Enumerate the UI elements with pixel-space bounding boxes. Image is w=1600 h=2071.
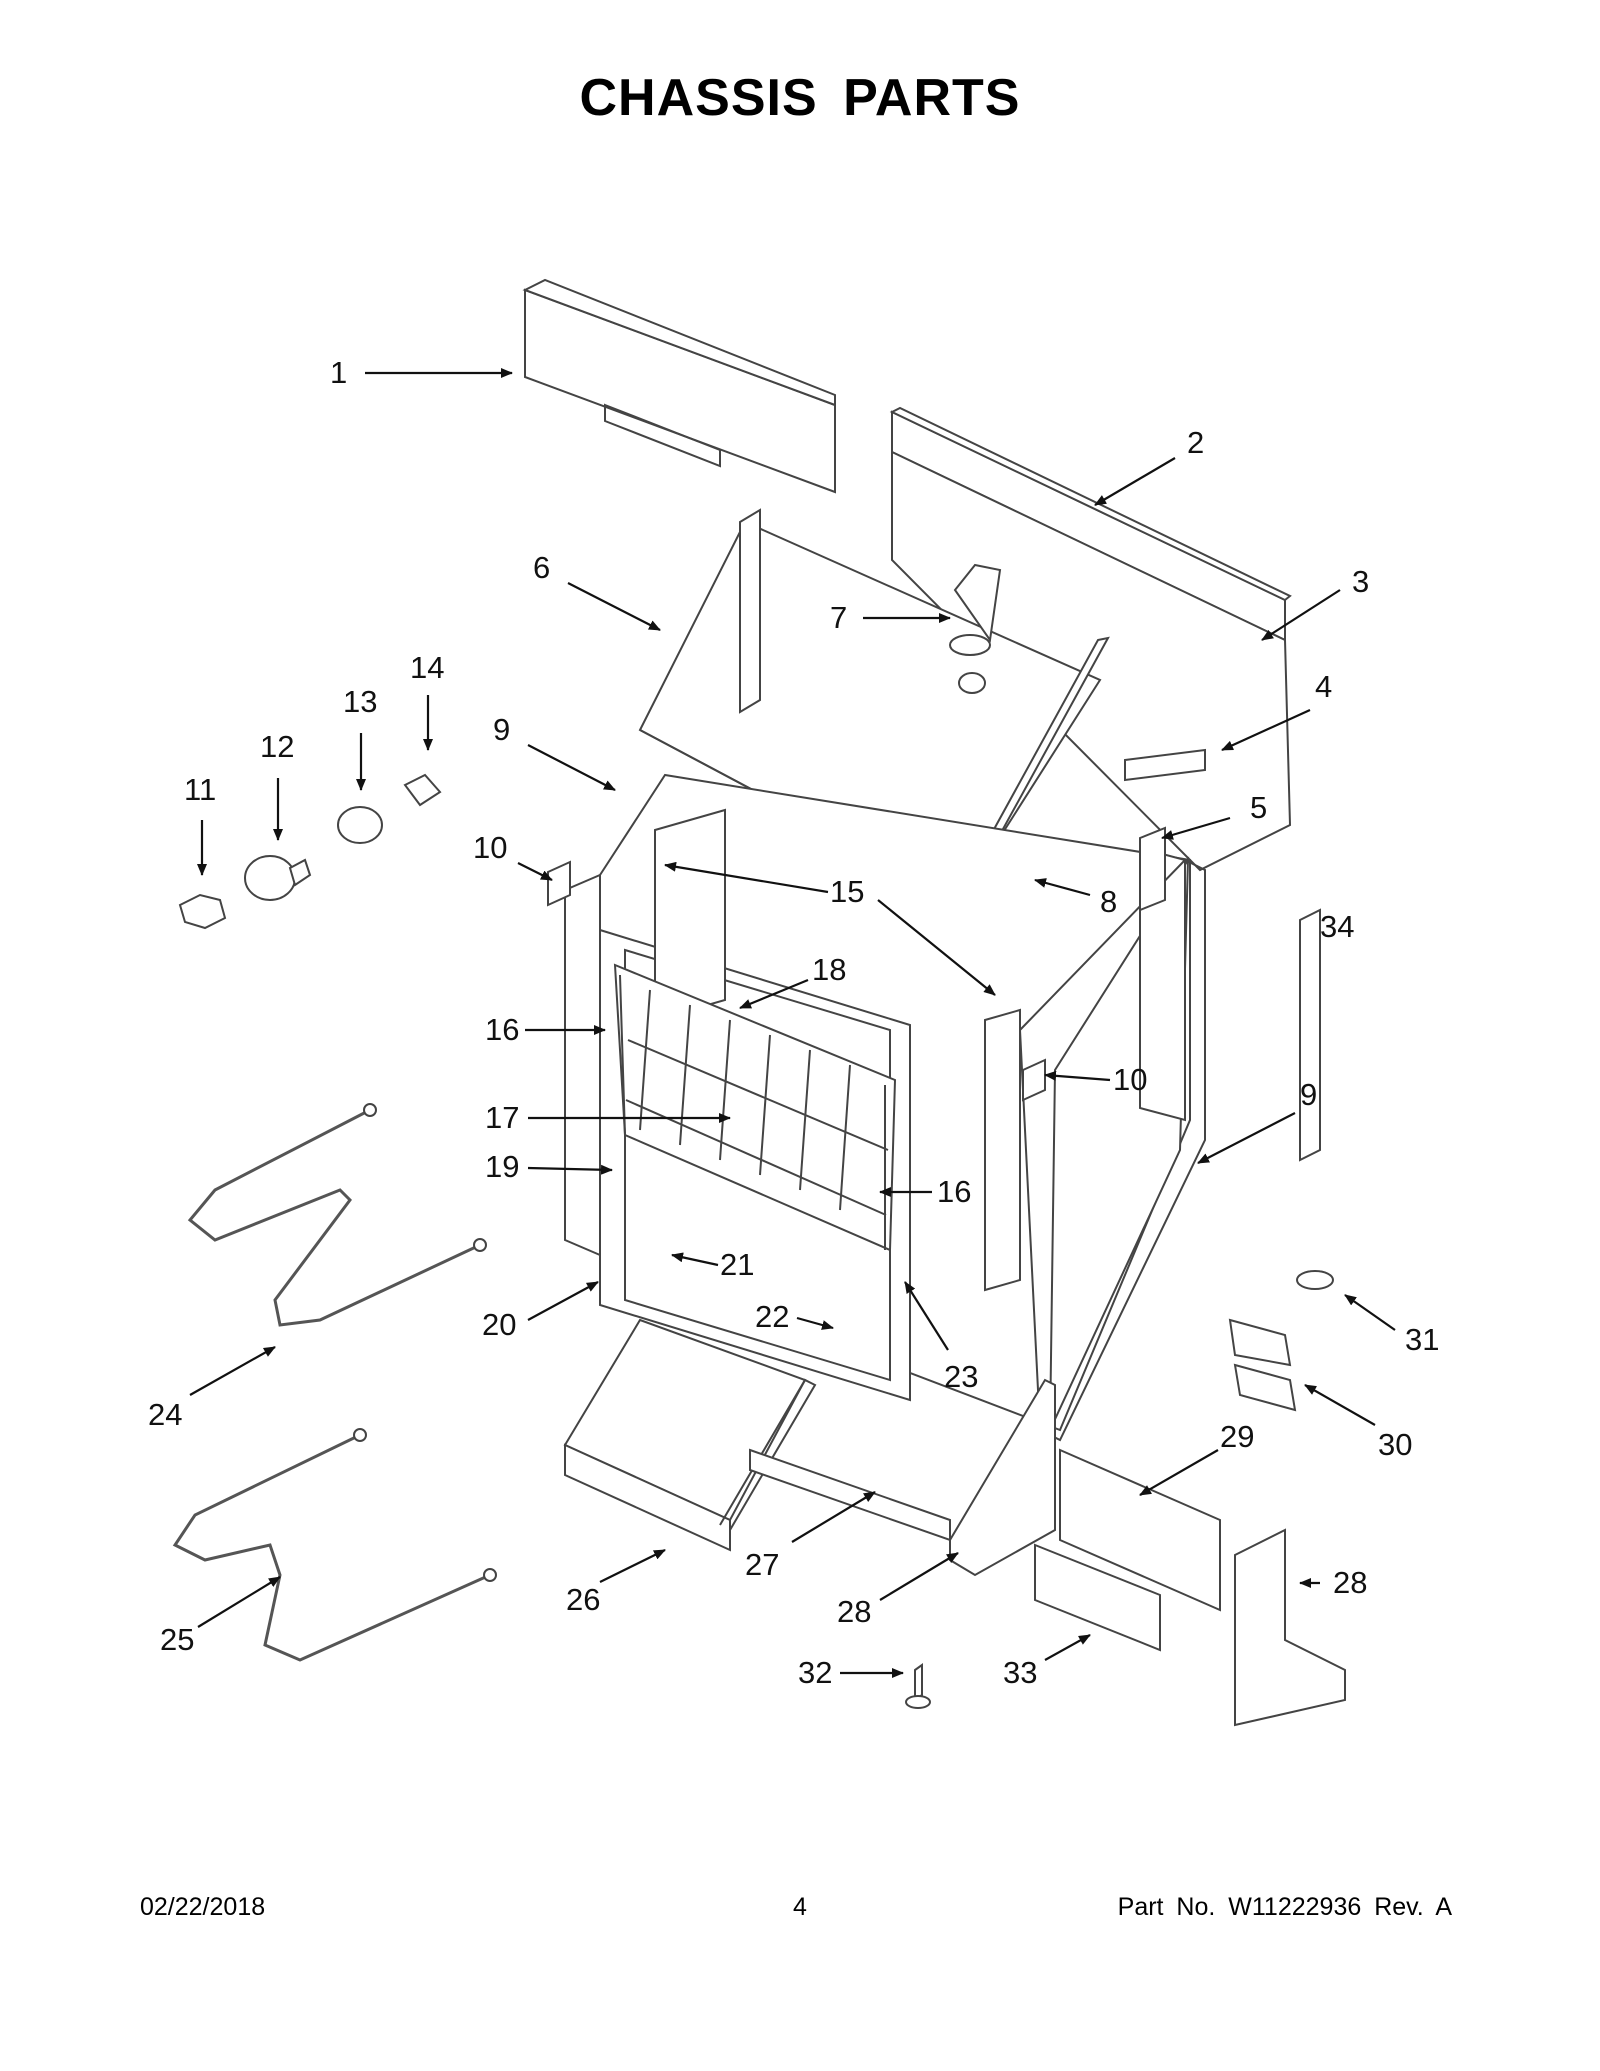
callout-5: 5 — [1250, 790, 1267, 825]
footer-part-number: Part No. W11222936 Rev. A — [1117, 1893, 1452, 1921]
callout-32: 32 — [798, 1655, 832, 1690]
callout-18: 18 — [812, 952, 846, 987]
callout-34: 34 — [1320, 909, 1354, 944]
oven-rack-part — [613, 963, 897, 1252]
callout-16: 16 — [485, 1012, 519, 1047]
callout-31: 31 — [1405, 1322, 1439, 1357]
callout-17: 17 — [485, 1100, 519, 1135]
callout-21: 21 — [720, 1247, 754, 1282]
callout-27: 27 — [745, 1547, 779, 1582]
small-hardware-parts — [547, 748, 1334, 1709]
footer-date: 02/22/2018 — [140, 1893, 266, 1921]
callout-16b: 16 — [937, 1174, 971, 1209]
callout-10b: 10 — [1113, 1062, 1147, 1097]
callout-29: 29 — [1220, 1419, 1254, 1454]
callout-4: 4 — [1315, 669, 1332, 704]
cooktop-part — [638, 508, 1110, 902]
bottom-panel-part — [749, 1378, 1346, 1727]
callout-28b: 28 — [1333, 1565, 1367, 1600]
callout-3: 3 — [1352, 564, 1369, 599]
callout-6: 6 — [533, 550, 550, 585]
callout-10: 10 — [473, 830, 507, 865]
callout-28: 28 — [837, 1594, 871, 1629]
callout-20: 20 — [482, 1307, 516, 1342]
light-socket-parts — [178, 773, 442, 930]
callout-7: 7 — [830, 600, 847, 635]
callout-15: 15 — [830, 874, 864, 909]
footer-page-number: 4 — [793, 1893, 807, 1921]
callout-13: 13 — [343, 684, 377, 719]
callout-23: 23 — [944, 1359, 978, 1394]
callout-14: 14 — [410, 650, 444, 685]
callout-1: 1 — [330, 355, 347, 390]
callout-25: 25 — [160, 1622, 194, 1657]
callout-8: 8 — [1100, 884, 1117, 919]
callout-24: 24 — [148, 1397, 182, 1432]
callout-11: 11 — [184, 772, 216, 807]
bake-element-parts — [172, 1103, 497, 1662]
leader-arrows — [189, 368, 1396, 1678]
callout-19: 19 — [485, 1149, 519, 1184]
callout-26: 26 — [566, 1582, 600, 1617]
page-title: CHASSIS PARTS — [579, 69, 1021, 127]
control-panel-part — [522, 278, 836, 494]
callout-22: 22 — [755, 1299, 789, 1334]
callout-2: 2 — [1187, 425, 1204, 460]
callout-12: 12 — [260, 729, 294, 764]
callout-labels: 1 2 3 4 5 6 7 8 9 9 10 10 11 12 13 14 15… — [148, 355, 1439, 1690]
callout-9: 9 — [493, 712, 510, 747]
callout-9b: 9 — [1300, 1077, 1317, 1112]
drawer-part — [563, 1318, 817, 1552]
callout-30: 30 — [1378, 1427, 1412, 1462]
callout-33: 33 — [1003, 1655, 1037, 1690]
